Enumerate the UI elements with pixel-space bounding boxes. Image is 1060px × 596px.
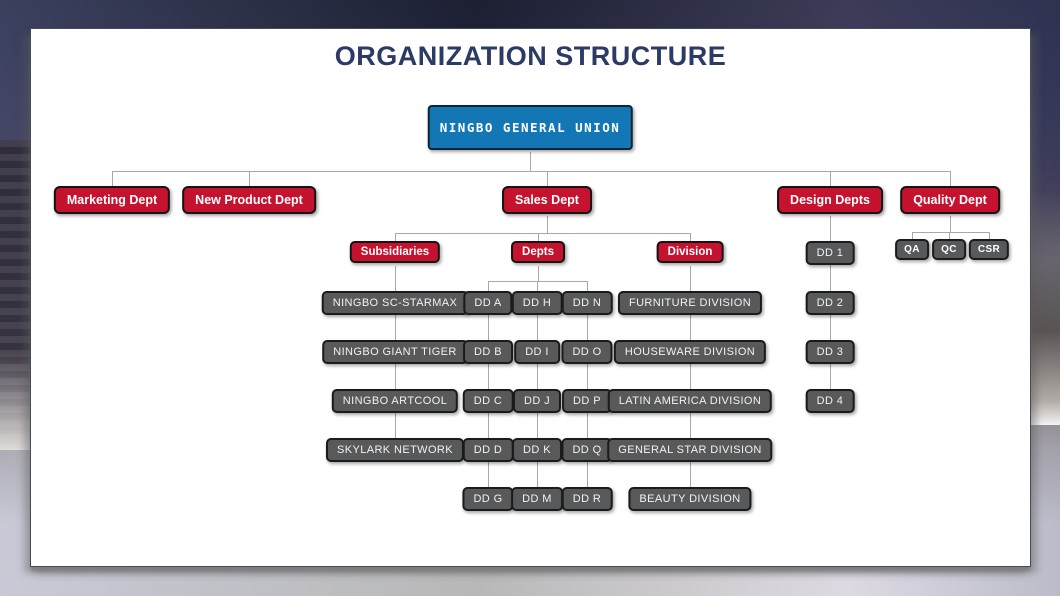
- node-subsidiaries: Subsidiaries: [349, 241, 441, 263]
- node-dd-j: DD J: [512, 389, 562, 413]
- connector-drop-qa: [912, 232, 913, 239]
- node-dd-b: DD B: [463, 340, 513, 364]
- node-dd-a: DD A: [463, 291, 513, 315]
- connector-drop-new-product: [249, 171, 250, 186]
- connector-col-division: [690, 266, 691, 487]
- node-ningbo-giant-tiger: NINGBO GIANT TIGER: [322, 340, 468, 364]
- node-general-star-division: GENERAL STAR DIVISION: [607, 438, 773, 462]
- node-csr: CSR: [968, 239, 1010, 260]
- connector-drop-design: [830, 171, 831, 186]
- node-design-depts: Design Depts: [777, 186, 883, 214]
- connector-drop-sales: [547, 171, 548, 186]
- node-depts: Depts: [511, 241, 565, 263]
- connector-drop-depts: [538, 233, 539, 241]
- node-dd-q: DD Q: [561, 438, 613, 462]
- node-dd-4: DD 4: [805, 389, 855, 413]
- node-dd-k: DD K: [512, 438, 562, 462]
- connector-depts-drop: [538, 266, 539, 281]
- connector-bus-sales: [395, 233, 690, 234]
- background-building-left: [0, 140, 30, 450]
- node-dd-g: DD G: [462, 487, 514, 511]
- connector-quality-drop: [950, 216, 951, 232]
- node-dd-r: DD R: [561, 487, 613, 511]
- node-qc: QC: [932, 239, 966, 260]
- node-qa: QA: [895, 239, 929, 260]
- connector-col-dd-2: [537, 281, 538, 487]
- node-dd-n: DD N: [561, 291, 613, 315]
- node-skylark-network: SKYLARK NETWORK: [325, 438, 465, 462]
- node-ningbo-general-union: NINGBO GENERAL UNION: [427, 105, 633, 150]
- node-sales-dept: Sales Dept: [502, 186, 592, 214]
- node-ningbo-artcool: NINGBO ARTCOOL: [331, 389, 459, 413]
- node-latin-america-division: LATIN AMERICA DIVISION: [607, 389, 773, 413]
- node-quality-dept: Quality Dept: [900, 186, 1000, 214]
- node-dd-d: DD D: [462, 438, 514, 462]
- node-dd-1: DD 1: [805, 241, 855, 265]
- connector-sales-drop: [547, 216, 548, 233]
- node-marketing-dept: Marketing Dept: [53, 186, 171, 214]
- node-furniture-division: FURNITURE DIVISION: [617, 291, 763, 315]
- node-beauty-division: BEAUTY DIVISION: [628, 487, 752, 511]
- connector-bus-level2: [112, 171, 951, 172]
- node-dd-o: DD O: [561, 340, 613, 364]
- page-title: ORGANIZATION STRUCTURE: [334, 41, 727, 71]
- connector-drop-quality: [950, 171, 951, 186]
- connector-root-drop: [530, 152, 531, 171]
- node-dd-p: DD P: [562, 389, 612, 413]
- connector-drop-csr: [989, 232, 990, 239]
- node-houseware-division: HOUSEWARE DIVISION: [613, 340, 767, 364]
- node-ningbo-sc-starmax: NINGBO SC-STARMAX: [321, 291, 469, 315]
- slide-canvas: ORGANIZATION STRUCTURE NINGBO GENERAL UN…: [30, 28, 1031, 567]
- node-dd-h: DD H: [511, 291, 563, 315]
- connector-drop-marketing: [112, 171, 113, 186]
- connector-drop-division: [690, 233, 691, 241]
- node-dd-m: DD M: [511, 487, 563, 511]
- connector-col-dd-3: [587, 281, 588, 487]
- node-dd-3: DD 3: [805, 340, 855, 364]
- node-dd-2: DD 2: [805, 291, 855, 315]
- connector-bus-quality: [912, 232, 989, 233]
- node-division: Division: [656, 241, 724, 263]
- node-dd-i: DD I: [514, 340, 560, 364]
- connector-col-dd-1: [488, 281, 489, 487]
- node-dd-c: DD C: [462, 389, 514, 413]
- background-photo-right: [1031, 190, 1060, 425]
- node-new-product-dept: New Product Dept: [182, 186, 316, 214]
- connector-drop-subsidiaries: [395, 233, 396, 241]
- connector-drop-qc: [949, 232, 950, 239]
